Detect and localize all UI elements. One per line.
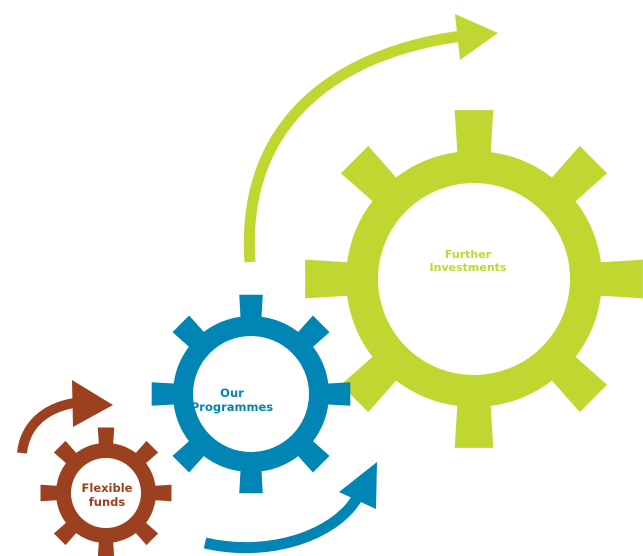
our-programmes-line1: Our xyxy=(220,386,244,400)
further-investments-line1: Further xyxy=(444,248,492,261)
brown-arrow-head xyxy=(72,380,113,427)
further-investments-line2: Investments xyxy=(429,261,507,275)
blue-arrow-head xyxy=(339,462,377,509)
blue-curved-arrow xyxy=(203,462,377,554)
brown-gear-body xyxy=(40,427,172,556)
blue-gear-body xyxy=(151,294,351,494)
flexible-funds-line2: funds xyxy=(88,494,126,509)
brown-gear xyxy=(40,427,172,556)
green-gear xyxy=(305,110,643,448)
green-gear-body xyxy=(305,110,643,448)
flexible-funds-label: Flexible funds xyxy=(72,481,142,510)
brown-arrow-shaft xyxy=(17,398,75,454)
flexible-funds-line1: Flexible xyxy=(81,481,133,495)
green-arrow-head xyxy=(455,14,498,60)
blue-gear xyxy=(151,294,351,494)
green-curved-arrow xyxy=(243,14,498,263)
our-programmes-line2: Programmes xyxy=(190,399,274,414)
further-investments-label: Further Investments xyxy=(413,248,523,274)
our-programmes-label: Our Programmes xyxy=(187,386,277,415)
blue-arrow-shaft xyxy=(203,494,362,554)
green-arrow-shaft xyxy=(243,30,463,263)
brown-curved-arrow xyxy=(17,380,113,454)
